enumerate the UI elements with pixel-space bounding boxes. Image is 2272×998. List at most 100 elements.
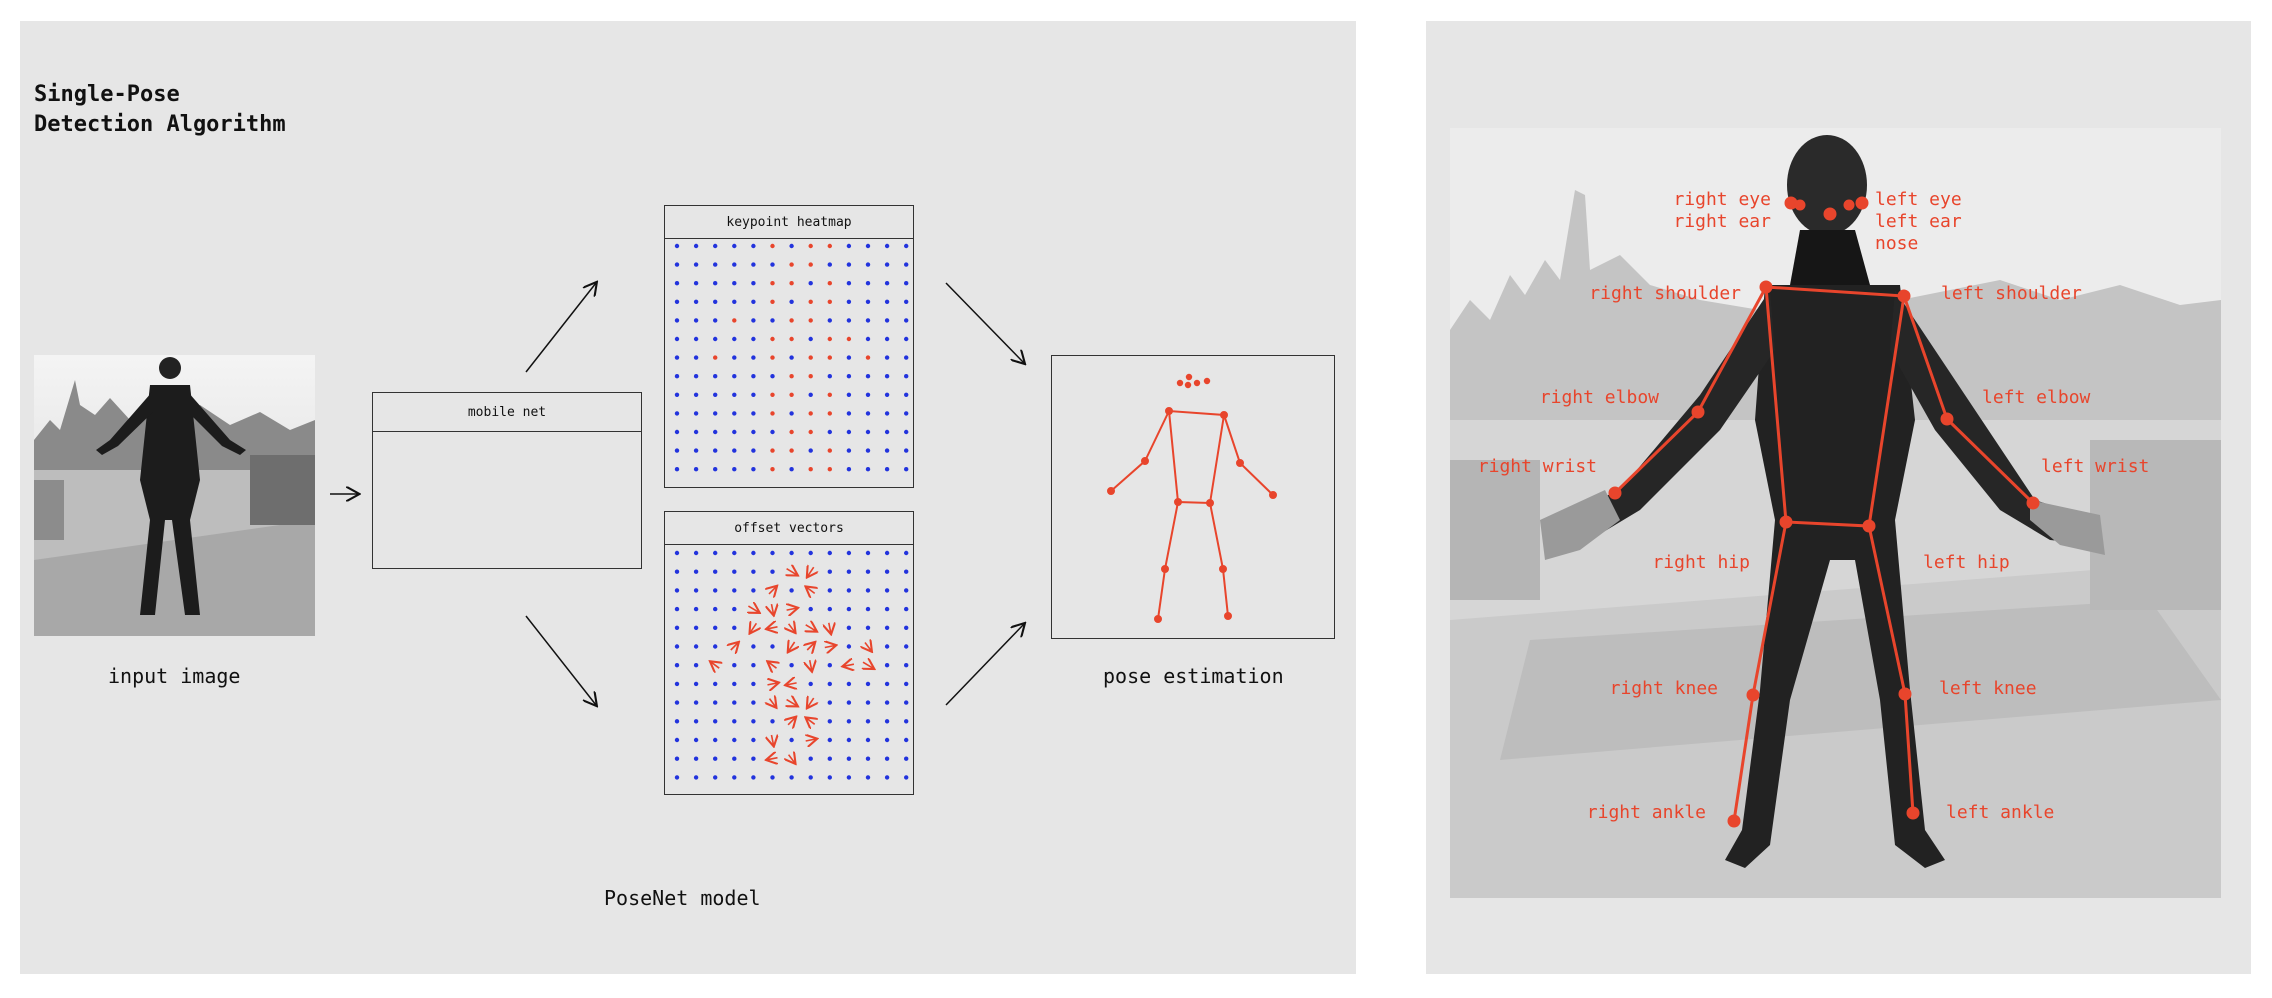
grid-dot: [732, 448, 737, 453]
grid-dot: [846, 448, 852, 453]
grid-dot: [865, 681, 871, 687]
label-right-hip: right hip: [1652, 552, 1750, 573]
grid-dot: [827, 262, 832, 267]
grid-dot: [884, 392, 890, 397]
grid-dot: [846, 262, 852, 267]
grid-dot: [904, 411, 909, 416]
grid-dot: [693, 756, 699, 761]
grid-dot: [674, 700, 680, 705]
grid-dot: [732, 606, 737, 612]
grid-dot: [846, 281, 852, 286]
heatmap-grid: [674, 243, 909, 472]
grid-dot: [884, 775, 890, 780]
grid-dot: [674, 281, 680, 286]
grid-dot: [674, 625, 680, 630]
grid-dot: [732, 681, 737, 687]
grid-dot: [884, 411, 890, 416]
grid-dot: [884, 550, 890, 556]
label-right-ear: right ear: [1673, 211, 1771, 232]
grid-dot: [751, 588, 756, 593]
grid-dot: [865, 448, 871, 453]
grid-dot: [693, 262, 699, 267]
grid-dot: [808, 243, 813, 249]
grid-dot: [732, 467, 737, 472]
grid-dot: [865, 719, 871, 724]
grid-dot: [884, 737, 890, 743]
grid-dot: [827, 550, 832, 556]
grid-dot: [713, 299, 718, 304]
grid-dot: [713, 336, 718, 342]
grid-dot: [751, 644, 756, 649]
grid-dot: [693, 374, 699, 379]
grid-dot: [674, 448, 680, 453]
grid-dot: [789, 355, 794, 360]
offset-arrow: [788, 718, 795, 725]
offset-arrow: [806, 739, 816, 741]
grid-dot: [789, 550, 794, 556]
grid-dot: [770, 262, 775, 267]
label-right-wrist: right wrist: [1478, 456, 1597, 477]
grid-dot: [904, 719, 909, 724]
grid-dot: [789, 411, 794, 416]
grid-dot: [808, 606, 813, 612]
grid-dot: [674, 550, 680, 556]
offset-arrow: [770, 699, 776, 707]
grid-dot: [693, 411, 699, 416]
grid-dot: [674, 737, 680, 743]
grid-dot: [808, 775, 813, 780]
grid-dot: [770, 355, 775, 360]
grid-dot: [693, 281, 699, 286]
grid-dot: [865, 756, 871, 761]
grid-dot: [827, 467, 832, 472]
grid-dot: [808, 392, 813, 397]
arrow-offsets-to-pose: [945, 624, 1024, 706]
grid-dot: [713, 719, 718, 724]
grid-dot: [808, 355, 813, 360]
grid-dot: [846, 467, 852, 472]
grid-dot: [846, 318, 852, 323]
grid-dot: [884, 429, 890, 435]
mobilenet-label: mobile net: [373, 393, 641, 432]
grid-dot: [732, 663, 737, 668]
grid-dot: [904, 700, 909, 705]
grid-dot: [751, 392, 756, 397]
grid-dot: [865, 775, 871, 780]
grid-dot: [884, 663, 890, 668]
grid-dot: [770, 719, 775, 724]
grid-dot: [904, 550, 909, 556]
grid-dot: [827, 569, 832, 574]
arrow-to-offsets: [525, 615, 596, 705]
grid-dot: [732, 700, 737, 705]
grid-dot: [865, 550, 871, 556]
grid-dot: [751, 681, 756, 687]
grid-dot: [770, 467, 775, 472]
grid-dot: [827, 719, 832, 724]
grid-dot: [713, 374, 718, 379]
grid-dot: [904, 644, 909, 649]
grid-dot: [846, 606, 852, 612]
offset-arrow: [825, 646, 835, 648]
grid-dot: [674, 299, 680, 304]
grid-dot: [713, 355, 718, 360]
grid-dot: [884, 262, 890, 267]
grid-dot: [884, 281, 890, 286]
grid-dot: [732, 374, 737, 379]
grid-dot: [732, 336, 737, 342]
grid-dot: [884, 355, 890, 360]
grid-dot: [770, 411, 775, 416]
grid-dot: [827, 756, 832, 761]
offset-arrow: [787, 700, 797, 706]
offset-arrow: [865, 643, 871, 651]
grid-dot: [693, 355, 699, 360]
grid-dot: [751, 429, 756, 435]
grid-dot: [713, 569, 718, 574]
grid-dot: [674, 318, 680, 323]
grid-dot: [770, 243, 775, 249]
grid-dot: [674, 262, 680, 267]
grid-dot: [751, 550, 756, 556]
grid-dot: [751, 262, 756, 267]
grid-dot: [904, 775, 909, 780]
grid-dot: [713, 262, 718, 267]
grid-dot: [732, 625, 737, 630]
grid-dot: [846, 569, 852, 574]
